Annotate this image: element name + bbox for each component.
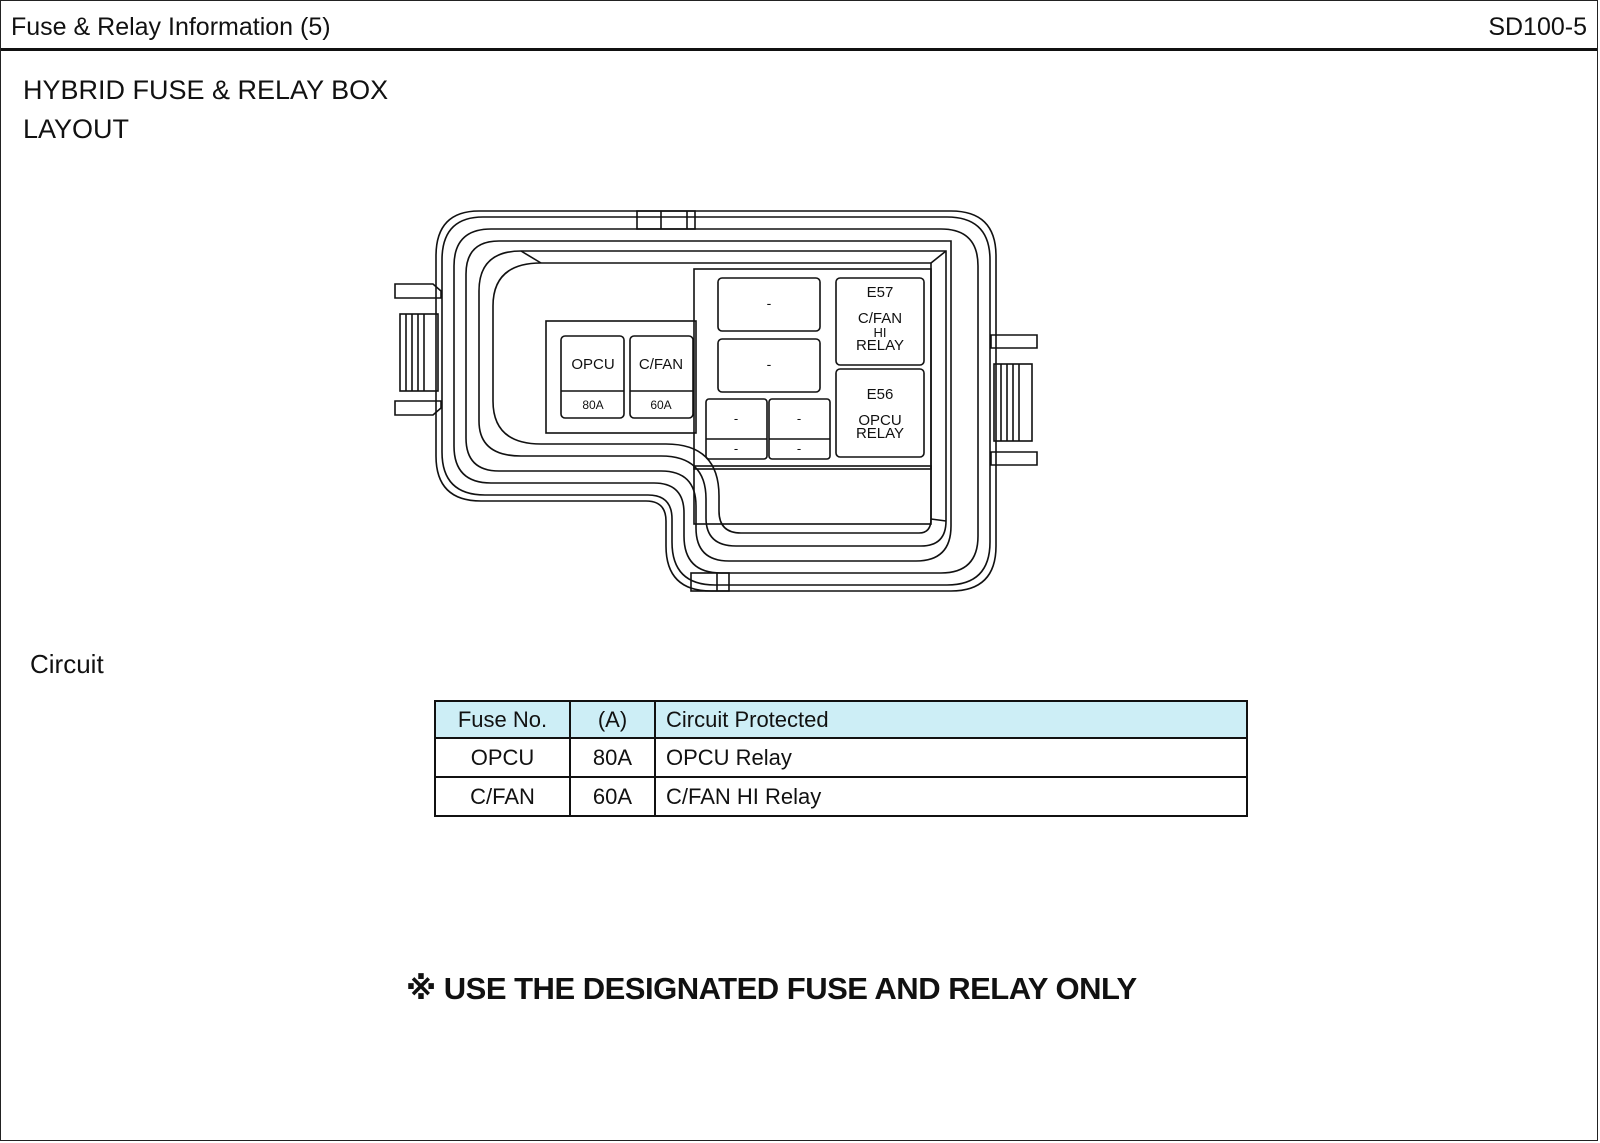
fuse-block	[545, 320, 697, 434]
relay-e57-line-1: C/FAN	[858, 310, 902, 327]
fuse-cfan-rating: 60A	[650, 398, 671, 412]
relay-e56-id: E56	[867, 386, 894, 403]
empty-slot-2-label: -	[767, 356, 772, 372]
page-code: SD100-5	[1488, 13, 1587, 41]
cell-fuse-no: OPCU	[434, 737, 571, 778]
cell-circuit-protected: OPCU Relay	[654, 737, 1248, 778]
relay-e57-body	[835, 277, 925, 366]
relay-block	[693, 268, 932, 470]
relay-e57-line-3: RELAY	[856, 337, 904, 354]
relay-e56-line-1: OPCU	[858, 412, 901, 429]
left-tab-lower	[394, 400, 442, 416]
section-title: HYBRID FUSE & RELAY BOX LAYOUT	[23, 71, 388, 149]
small-fuse-1	[705, 398, 768, 460]
small-fuse-1-top-label: -	[734, 411, 738, 426]
header-ampere: (A)	[569, 700, 656, 739]
lower-cavity	[693, 465, 932, 525]
warning-notice: ※ USE THE DESIGNATED FUSE AND RELAY ONLY	[406, 971, 1137, 1007]
section-title-line-2: LAYOUT	[23, 114, 130, 144]
page-header: Fuse & Relay Information (5) SD100-5	[1, 1, 1597, 51]
housing-outline-2	[441, 216, 991, 586]
relay-e57-id: E57	[867, 284, 894, 301]
cell-circuit-protected: C/FAN HI Relay	[654, 776, 1248, 817]
header-fuse-no: Fuse No.	[434, 700, 571, 739]
small-fuse-1-bottom-label: -	[734, 441, 738, 456]
cell-fuse-no: C/FAN	[434, 776, 571, 817]
small-fuse-2-top-label: -	[797, 411, 801, 426]
relay-e56-line-2: RELAY	[856, 425, 904, 442]
cell-ampere: 60A	[569, 776, 656, 817]
housing-outline-3	[453, 228, 979, 574]
housing-outline-outer	[435, 210, 997, 592]
fuse-cfan-body	[629, 335, 694, 419]
header-circuit-protected: Circuit Protected	[654, 700, 1248, 739]
housing-outline-4	[465, 240, 952, 562]
circuit-label: Circuit	[30, 649, 104, 679]
fuse-opcu-body	[560, 335, 625, 419]
empty-slot-1-label: -	[767, 295, 772, 311]
top-notch	[636, 210, 696, 230]
left-connector	[399, 313, 439, 392]
small-fuse-2	[768, 398, 831, 460]
page-title: Fuse & Relay Information (5)	[11, 13, 331, 41]
warning-text: USE THE DESIGNATED FUSE AND RELAY ONLY	[443, 971, 1137, 1006]
housing-outline-6	[492, 262, 932, 534]
fuse-cfan-label: C/FAN	[639, 356, 683, 373]
relay-e57-line-2: HI	[874, 325, 887, 340]
empty-slot-2	[717, 338, 821, 393]
table-header-row: Fuse No. (A) Circuit Protected	[434, 700, 1248, 739]
section-title-line-1: HYBRID FUSE & RELAY BOX	[23, 75, 389, 105]
fuse-opcu-label: OPCU	[571, 356, 614, 373]
empty-slot-1	[717, 277, 821, 332]
right-tab-lower	[990, 451, 1038, 466]
right-tab-upper	[990, 334, 1038, 349]
reference-mark-icon: ※	[406, 971, 436, 1006]
cell-ampere: 80A	[569, 737, 656, 778]
fuse-opcu-rating: 80A	[582, 398, 603, 412]
relay-e56-body	[835, 368, 925, 458]
circuit-table: Fuse No. (A) Circuit Protected OPCU 80A …	[434, 700, 1248, 817]
table-row: C/FAN 60A C/FAN HI Relay	[434, 776, 1248, 817]
left-tab-upper	[394, 283, 442, 299]
small-fuse-2-bottom-label: -	[797, 441, 801, 456]
table-row: OPCU 80A OPCU Relay	[434, 737, 1248, 778]
bottom-notch	[690, 572, 730, 592]
